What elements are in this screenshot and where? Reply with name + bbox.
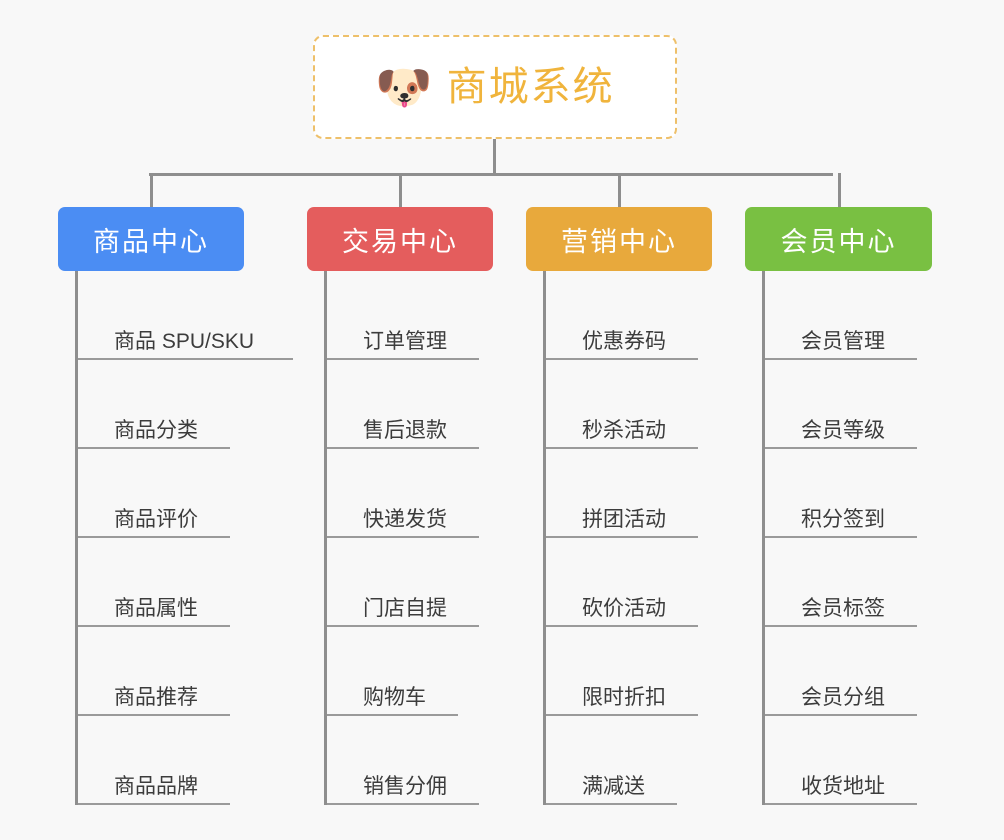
leaf-item-label: 购物车 [363,685,426,709]
leaf-item-underline [327,714,458,716]
leaf-item-underline [546,447,698,449]
root-node[interactable]: 🐶 商城系统 [313,35,677,139]
leaf-item-underline [327,536,479,538]
leaf-item[interactable]: 秒杀活动 [546,360,712,449]
leaf-item[interactable]: 门店自提 [327,538,493,627]
branch-column: 营销中心优惠券码秒杀活动拼团活动砍价活动限时折扣满减送 [526,207,712,805]
leaf-item-label: 会员分组 [801,685,885,709]
root-node-label: 商城系统 [446,65,615,109]
leaf-item-label: 门店自提 [363,596,447,620]
category-label: 商品中心 [93,226,209,257]
branch-column: 商品中心商品 SPU/SKU 商品分类商品评价商品属性商品推荐商品品牌 [58,207,293,805]
leaf-item[interactable]: 优惠券码 [546,271,712,360]
leaf-item-label: 商品评价 [114,507,198,531]
leaf-item-underline [546,714,698,716]
leaf-item-label: 售后退款 [363,418,447,442]
leaf-item-label: 商品属性 [114,596,198,620]
leaf-list: 优惠券码秒杀活动拼团活动砍价活动限时折扣满减送 [543,271,712,805]
leaf-item-underline [546,803,677,805]
leaf-item-underline [327,358,479,360]
leaf-item-underline [546,625,698,627]
shiba-dog-face-icon: 🐶 [375,61,433,113]
leaf-list: 订单管理售后退款快递发货门店自提购物车销售分佣 [324,271,493,805]
leaf-item-underline [78,536,230,538]
leaf-item-underline [78,358,293,360]
leaf-item-label: 收货地址 [801,774,885,798]
leaf-item-label: 商品分类 [114,418,198,442]
category-label: 营销中心 [561,226,677,257]
leaf-item-underline [327,447,479,449]
leaf-item[interactable]: 限时折扣 [546,627,712,716]
leaf-item-underline [765,625,917,627]
leaf-item-label: 积分签到 [801,507,885,531]
leaf-item[interactable]: 商品品牌 [78,716,244,805]
leaf-item-label: 限时折扣 [582,685,666,709]
branch-column: 会员中心会员管理会员等级积分签到会员标签会员分组收货地址 [745,207,932,805]
leaf-item-underline [327,625,479,627]
leaf-item[interactable]: 商品推荐 [78,627,244,716]
leaf-item-underline [78,447,230,449]
leaf-item-underline [327,803,479,805]
leaf-item-label: 会员标签 [801,596,885,620]
leaf-item-label: 订单管理 [363,329,447,353]
leaf-item[interactable]: 收货地址 [765,716,932,805]
connector-drop-2 [399,173,402,207]
leaf-item-underline [765,358,917,360]
branch-column: 交易中心订单管理售后退款快递发货门店自提购物车销售分佣 [307,207,493,805]
leaf-item[interactable]: 商品 SPU/SKU [78,271,293,360]
connector-root-stem [493,139,496,175]
leaf-item-label: 满减送 [582,774,645,798]
leaf-item-label: 商品 SPU/SKU [114,329,255,353]
leaf-item[interactable]: 拼团活动 [546,449,712,538]
leaf-item[interactable]: 售后退款 [327,360,493,449]
leaf-item-underline [765,447,917,449]
connector-bus-bar [149,173,833,176]
leaf-item[interactable]: 满减送 [546,716,712,805]
leaf-item[interactable]: 会员管理 [765,271,932,360]
category-label: 交易中心 [342,226,458,257]
leaf-item[interactable]: 订单管理 [327,271,493,360]
category-label: 会员中心 [780,226,897,257]
leaf-item-label: 商品推荐 [114,685,198,709]
leaf-item-label: 销售分佣 [363,774,447,798]
leaf-item-underline [546,358,698,360]
connector-drop-4 [838,173,841,207]
leaf-item[interactable]: 快递发货 [327,449,493,538]
leaf-item-label: 会员等级 [801,418,885,442]
category-box-4[interactable]: 会员中心 [745,207,932,271]
leaf-item[interactable]: 商品评价 [78,449,244,538]
connector-drop-3 [618,173,621,207]
leaf-item-label: 秒杀活动 [582,418,666,442]
leaf-item[interactable]: 购物车 [327,627,493,716]
leaf-item-underline [78,714,230,716]
leaf-item-label: 快递发货 [363,507,447,531]
leaf-item-underline [78,625,230,627]
category-box-2[interactable]: 交易中心 [307,207,493,271]
category-box-1[interactable]: 商品中心 [58,207,244,271]
leaf-list: 会员管理会员等级积分签到会员标签会员分组收货地址 [762,271,932,805]
leaf-item-underline [78,803,230,805]
leaf-item-label: 商品品牌 [114,774,198,798]
leaf-list: 商品 SPU/SKU 商品分类商品评价商品属性商品推荐商品品牌 [75,271,293,805]
leaf-item-underline [765,714,917,716]
leaf-item-label: 拼团活动 [582,507,666,531]
leaf-item[interactable]: 积分签到 [765,449,932,538]
leaf-item[interactable]: 商品分类 [78,360,244,449]
connector-drop-1 [150,173,153,207]
leaf-item[interactable]: 会员等级 [765,360,932,449]
leaf-item[interactable]: 商品属性 [78,538,244,627]
category-box-3[interactable]: 营销中心 [526,207,712,271]
leaf-item[interactable]: 会员标签 [765,538,932,627]
leaf-item-label: 会员管理 [801,329,885,353]
leaf-item-underline [546,536,698,538]
leaf-item[interactable]: 销售分佣 [327,716,493,805]
leaf-item[interactable]: 砍价活动 [546,538,712,627]
leaf-item-label: 优惠券码 [582,329,666,353]
leaf-item-underline [765,803,917,805]
leaf-item[interactable]: 会员分组 [765,627,932,716]
leaf-item-underline [765,536,917,538]
leaf-item-label: 砍价活动 [582,596,666,620]
